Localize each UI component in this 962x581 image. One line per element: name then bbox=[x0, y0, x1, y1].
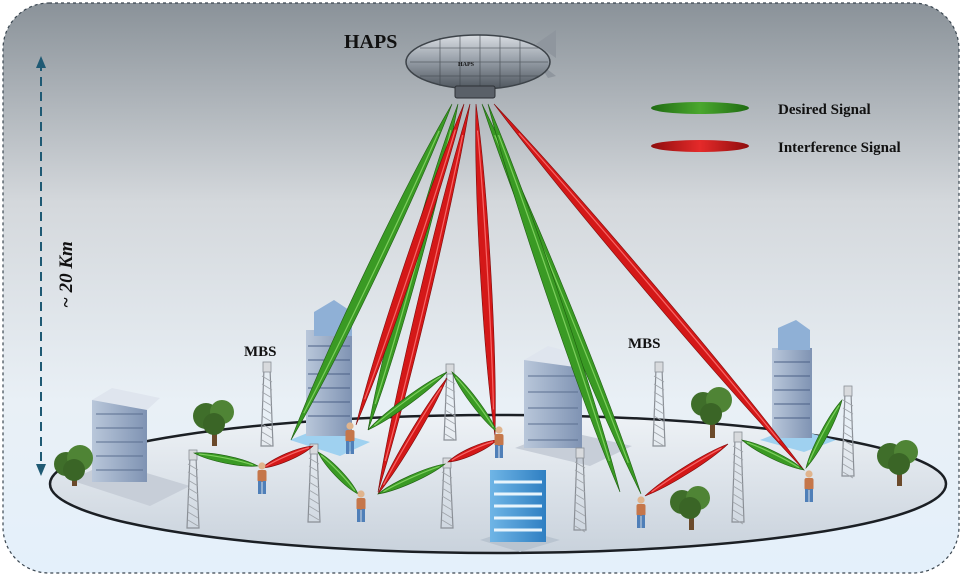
user-icon bbox=[257, 462, 267, 494]
tower-group bbox=[186, 361, 855, 533]
user-icon bbox=[636, 496, 646, 528]
mbs-label-left: MBS bbox=[244, 344, 277, 360]
building-icon bbox=[480, 470, 560, 552]
legend-item-interference: Interference Signal bbox=[651, 140, 901, 156]
legend: Desired Signal Interference Signal bbox=[651, 102, 901, 156]
tower-icon bbox=[440, 457, 454, 529]
tower-icon bbox=[841, 385, 855, 479]
user-icon bbox=[494, 426, 504, 458]
beam-group bbox=[192, 103, 843, 497]
tower-icon bbox=[573, 447, 587, 533]
legend-label-interference: Interference Signal bbox=[778, 140, 901, 156]
altitude-arrow bbox=[36, 56, 46, 476]
desired-signal-beam bbox=[805, 398, 843, 470]
tower-icon bbox=[186, 449, 200, 529]
tree-icon bbox=[877, 440, 918, 486]
tree-icon bbox=[691, 387, 732, 438]
user-icon bbox=[356, 490, 366, 522]
tree-icon bbox=[193, 400, 234, 446]
tree-icon bbox=[670, 486, 710, 530]
legend-item-desired: Desired Signal bbox=[651, 102, 871, 118]
legend-swatch-desired bbox=[651, 102, 749, 114]
tower-icon bbox=[260, 361, 274, 447]
desired-signal-beam bbox=[290, 103, 453, 441]
interference-signal-beam bbox=[355, 103, 465, 426]
user-group bbox=[257, 422, 814, 528]
desired-signal-beam bbox=[376, 463, 447, 495]
desired-signal-beam bbox=[741, 439, 805, 471]
airship-body-label: HAPS bbox=[458, 62, 475, 68]
tower-icon bbox=[731, 431, 745, 525]
interference-signal-beam bbox=[377, 377, 448, 495]
tower-icon bbox=[443, 363, 457, 441]
building-icon bbox=[515, 346, 632, 466]
interference-signal-beam bbox=[644, 443, 729, 497]
legend-label-desired: Desired Signal bbox=[778, 102, 871, 118]
desired-signal-beam bbox=[487, 103, 621, 493]
altitude-label: ~ 20 Km bbox=[56, 241, 77, 308]
tower-icon bbox=[307, 443, 321, 523]
building-icon bbox=[70, 388, 190, 506]
tree-icon bbox=[54, 445, 93, 486]
user-icon bbox=[804, 470, 814, 502]
desired-signal-beam bbox=[192, 452, 260, 467]
legend-swatch-interference bbox=[651, 140, 749, 152]
user-icon bbox=[345, 422, 355, 454]
interference-signal-beam bbox=[377, 103, 471, 493]
haps-label: HAPS bbox=[344, 31, 397, 53]
interference-signal-beam bbox=[261, 445, 314, 469]
mbs-label-right: MBS bbox=[628, 336, 661, 352]
tower-icon bbox=[652, 361, 666, 447]
desired-signal-beam bbox=[367, 371, 448, 431]
airship-icon: HAPS bbox=[405, 30, 556, 99]
